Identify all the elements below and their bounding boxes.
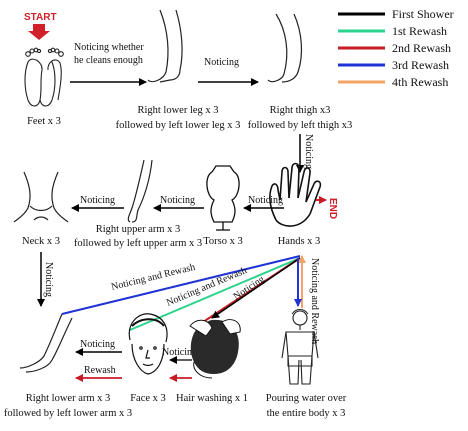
body-icon: [281, 308, 319, 385]
step-label: Right upper arm x 3: [96, 224, 181, 235]
arrow-thigh-to-hands: Noticing: [296, 134, 314, 173]
step-label: followed by left lower leg x 3: [116, 120, 241, 131]
arrow-neck-to-lower-arm: Noticing: [37, 252, 54, 307]
step-lower-leg: Right lower leg x 3 followed by left low…: [116, 9, 241, 131]
step-face: Face x 3: [128, 313, 168, 404]
step-label: Neck x 3: [22, 236, 60, 247]
legend-item-2nd-rewash: 2nd Rewash: [338, 41, 451, 55]
arrow-face-to-lower-arm: Noticing: [75, 339, 122, 356]
legend-label: 1st Rewash: [392, 24, 447, 38]
legend: First Shower 1st Rewash 2nd Rewash 3rd R…: [338, 7, 454, 89]
arrow-label: Noticing: [204, 57, 239, 68]
legend-label: 4th Rewash: [392, 75, 448, 89]
arrow-label: Noticing whether: [74, 42, 144, 53]
arrow-label: Noticing: [80, 195, 115, 206]
arrow-label: Noticing: [160, 195, 195, 206]
thigh-icon: [267, 13, 303, 83]
arrow-label: Noticing: [248, 195, 283, 206]
step-hands: Hands x 3 END: [269, 162, 338, 247]
arrow-label: Noticing: [303, 134, 314, 169]
step-pour: Pouring water over the entire body x 3: [266, 308, 347, 419]
legend-item-1st-rewash: 1st Rewash: [338, 24, 447, 38]
step-upper-arm: Right upper arm x 3 followed by left upp…: [74, 159, 202, 249]
arrow-upper-arm-to-neck: Noticing: [71, 195, 124, 212]
arrow-leg-to-thigh: Noticing: [198, 57, 259, 86]
arrow-label: Noticing and Rewash: [309, 258, 320, 344]
legend-label: 2nd Rewash: [392, 41, 451, 55]
step-label: followed by left thigh x3: [248, 120, 352, 131]
step-label: followed by left lower arm x 3: [4, 408, 132, 419]
hair-washing-icon: [189, 317, 241, 379]
step-label: Feet x 3: [27, 116, 61, 127]
start-marker: START: [24, 12, 57, 40]
legend-item-4th-rewash: 4th Rewash: [338, 75, 448, 89]
step-label: Hands x 3: [278, 236, 321, 247]
face-icon: [128, 313, 168, 375]
start-arrow-icon: [28, 24, 50, 40]
step-feet: Feet x 3: [24, 47, 64, 127]
legend-item-first-shower: First Shower: [338, 7, 454, 21]
legend-label: 3rd Rewash: [392, 58, 449, 72]
end-marker: END: [316, 196, 338, 219]
step-label: Face x 3: [130, 393, 166, 404]
arrow-label: Noticing: [162, 347, 197, 358]
feet-icon: [24, 47, 64, 107]
arrow-rewash-face-to-arm: Rewash: [75, 365, 122, 382]
arrow-label: Noticing: [80, 339, 115, 350]
arrow-hair-to-face: Noticing: [162, 347, 197, 364]
upper-arm-icon: [127, 159, 153, 223]
arrow-label: Rewash: [84, 365, 116, 376]
step-label: Right lower arm x 3: [26, 393, 111, 404]
end-label: END: [327, 198, 338, 219]
step-lower-arm: Right lower arm x 3 followed by left low…: [4, 313, 132, 419]
hand-icon: [269, 162, 322, 227]
step-label: Pouring water over: [266, 393, 347, 404]
step-label: followed by left upper arm x 3: [74, 238, 202, 249]
step-neck: Neck x 3: [13, 171, 69, 247]
lower-arm-icon: [19, 313, 73, 373]
arrow-torso-to-upper-arm: Noticing: [153, 195, 204, 212]
legend-label: First Shower: [392, 7, 454, 21]
neck-icon: [13, 171, 69, 223]
step-label: Torso x 3: [203, 236, 243, 247]
rewash-line-4th: Noticing and Rewash: [298, 255, 320, 344]
step-thigh: Right thigh x3 followed by left thigh x3: [248, 13, 352, 131]
leg-icon: [147, 9, 183, 83]
step-hair: Hair washing x 1: [176, 317, 248, 404]
legend-item-3rd-rewash: 3rd Rewash: [338, 58, 449, 72]
step-label: Hair washing x 1: [176, 393, 248, 404]
torso-icon: [206, 165, 240, 231]
arrow-hands-to-torso: Noticing: [243, 195, 284, 212]
rewash-line-3rd: Noticing and Rewash: [61, 255, 301, 315]
arrow-label: he cleans enough: [74, 55, 143, 66]
arrow-label: Noticing and Rewash: [110, 262, 196, 293]
step-label: the entire body x 3: [267, 408, 346, 419]
arrow-label: Noticing: [43, 262, 54, 297]
start-label: START: [24, 12, 57, 23]
step-torso: Torso x 3: [203, 165, 243, 247]
arrow-feet-to-leg: Noticing whether he cleans enough: [70, 42, 147, 86]
step-label: Right lower leg x 3: [137, 105, 218, 116]
step-label: Right thigh x3: [270, 105, 331, 116]
